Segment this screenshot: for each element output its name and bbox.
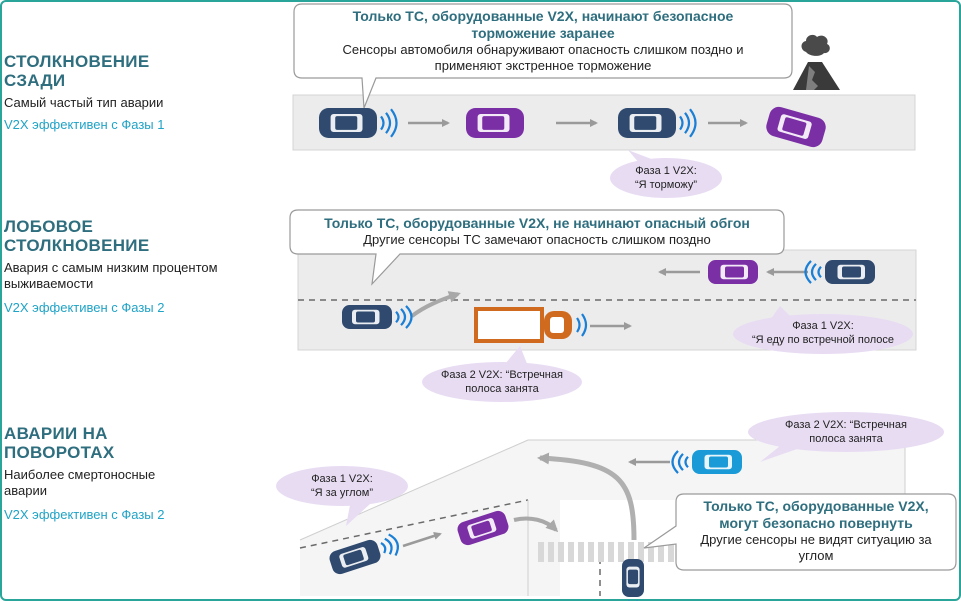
- signal-waves-icon: [804, 260, 822, 284]
- section-phase-turns: V2X эффективен с Фазы 2: [4, 507, 165, 522]
- speech-bubble-shapes: [276, 150, 944, 526]
- car-icon: [329, 533, 399, 575]
- signal-waves-icon: [380, 533, 399, 556]
- speech-bubble-phase2-lane-busy: Фаза 2 V2X: “Встречная полоса занята: [441, 369, 563, 395]
- speech-bubble-phase1-braking: Фаза 1 V2X: “Я торможу”: [634, 165, 697, 191]
- arrow-right-icon: [402, 119, 808, 548]
- signal-waves-icon: [679, 108, 697, 138]
- callout-rear: Только ТС, оборудованные V2X, начинают б…: [342, 8, 744, 73]
- speech-bubble-phase1-oncoming: Фаза 1 V2X: “Я еду по встречной полосе: [751, 320, 894, 346]
- section-desc-rear: Самый частый тип аварии: [4, 95, 164, 110]
- section-phase-rear: V2X эффективен с Фазы 1: [4, 117, 165, 132]
- car-icon: [708, 260, 758, 284]
- section-title-head-on: ЛОБОВОЕ СТОЛКНОВЕНИЕ: [4, 217, 150, 255]
- signal-waves-icon: [671, 450, 689, 474]
- signal-waves-icon: [395, 305, 413, 329]
- callout-box-rear: [293, 3, 793, 109]
- car-icon: [457, 510, 509, 546]
- car-icon: [618, 108, 697, 138]
- car-icon: [671, 450, 742, 474]
- section-desc-turns: Наиболее смертоносные аварии: [4, 467, 156, 498]
- crosswalk: [538, 542, 674, 562]
- speech-bubble-phase2-turn: Фаза 2 V2X: “Встречная полоса занята: [785, 419, 907, 445]
- signal-waves-icon: [380, 108, 398, 138]
- callout-box-turn: [643, 493, 957, 571]
- car-icon: [342, 305, 413, 329]
- car-icon: [466, 108, 524, 138]
- left-turn-arrow: [537, 452, 637, 541]
- overtake-arrow: [410, 291, 461, 318]
- callout-turns: Только ТС, оборудованные V2X, могут безо…: [700, 498, 932, 563]
- turn-arrow: [513, 516, 559, 533]
- vehicles-layer: [319, 106, 875, 601]
- car-icon: [622, 559, 644, 601]
- signal-waves-icon: [576, 313, 588, 337]
- car-icon: [804, 260, 875, 284]
- car-icon: [319, 108, 398, 138]
- speech-bubble-phase1-corner: Фаза 1 V2X: “Я за углом”: [310, 473, 374, 499]
- lane-divider: [299, 499, 529, 549]
- section-title-turns: АВАРИИ НА ПОВОРОТАХ: [4, 424, 115, 462]
- section-title-rear: СТОЛКНОВЕНИЕ СЗАДИ: [4, 52, 150, 90]
- callout-head-on: Только ТС, оборудованные V2X, не начинаю…: [324, 215, 750, 247]
- section-desc-head-on: Авария с самым низким процентом выживаем…: [4, 260, 218, 291]
- callout-box-head-on: [289, 209, 785, 286]
- car-icon: [766, 106, 826, 148]
- truck-icon: [474, 307, 588, 343]
- section-phase-head-on: V2X эффективен с Фазы 2: [4, 300, 165, 315]
- volcano-hazard-icon: [793, 34, 840, 90]
